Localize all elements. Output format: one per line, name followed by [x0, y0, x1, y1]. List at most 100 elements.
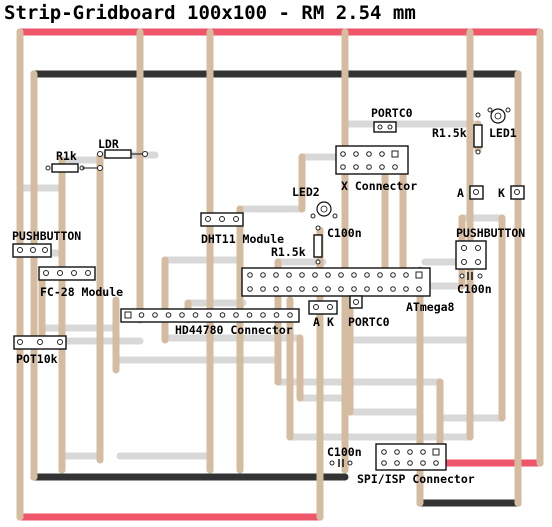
pin — [152, 312, 158, 318]
pin — [260, 286, 266, 292]
led1-label: LED1 — [489, 126, 517, 140]
c100n-right-label: C100n — [457, 282, 492, 296]
pin — [366, 151, 372, 157]
pin — [179, 312, 185, 318]
ldr-sensor — [97, 149, 148, 159]
portc0-top-label: PORTC0 — [371, 106, 413, 120]
pushbutton-right-label: PUSHBUTTON — [456, 226, 525, 240]
pin — [273, 272, 279, 278]
pin — [394, 449, 400, 455]
pin — [260, 312, 266, 318]
fc28-label: FC-28 Module — [40, 285, 123, 299]
led1-anode-pad — [469, 185, 484, 200]
c100n-mid-label: C100n — [327, 226, 362, 240]
pin — [338, 286, 344, 292]
pin — [299, 286, 305, 292]
power-rails — [16, 28, 544, 521]
pin — [353, 164, 359, 170]
pin — [377, 286, 383, 292]
pot10k — [13, 335, 67, 350]
pin — [299, 272, 305, 278]
pin — [192, 312, 199, 318]
r1k-label: R1k — [56, 149, 77, 163]
cathode-bottom-label: K — [327, 315, 334, 329]
pushbutton-left — [12, 243, 52, 258]
atmega8-label: ATmega8 — [406, 300, 455, 314]
pin — [340, 164, 346, 170]
led2 — [310, 201, 338, 219]
r1k-resistor — [45, 163, 103, 173]
pushbutton-left-label: PUSHBUTTON — [12, 229, 81, 243]
c100n-bottom-label: C100n — [327, 445, 362, 459]
pin — [247, 272, 253, 278]
r1-5k-mid-label: R1.5k — [271, 245, 306, 259]
pin — [353, 151, 359, 157]
pin — [325, 272, 331, 278]
pin — [287, 312, 293, 318]
atmega8-socket — [241, 267, 431, 297]
pin — [351, 272, 357, 278]
pin — [432, 448, 440, 456]
pin — [124, 311, 132, 319]
pin — [403, 286, 409, 292]
dht11-label: DHT11 Module — [201, 232, 284, 246]
pin — [420, 449, 426, 455]
pin — [247, 286, 253, 292]
pin — [364, 286, 370, 292]
anode-bottom-label: A — [313, 315, 320, 329]
anode-right-label: A — [457, 186, 464, 200]
r1-5k-resistor-mid — [313, 225, 323, 265]
vertical-wires — [16, 28, 544, 521]
pin — [390, 286, 396, 292]
component-labels: R1k LDR PUSHBUTTON FC-28 Module POT10k H… — [12, 106, 525, 486]
fc28-module-header — [38, 266, 96, 281]
pin — [273, 286, 279, 292]
x-connector-header — [335, 145, 409, 175]
pin — [273, 312, 280, 318]
cathode-right-label: K — [498, 186, 505, 200]
r1-5k-right-label: R1.5k — [432, 126, 467, 140]
pin — [407, 460, 413, 466]
led1-cathode-pad — [510, 185, 525, 200]
pin — [312, 272, 318, 278]
x-connector-label: X Connector — [341, 179, 417, 193]
pin — [381, 449, 387, 455]
led-ak-header-bottom — [308, 300, 338, 315]
pin — [390, 272, 396, 278]
c100n-capacitor-bottom — [329, 459, 353, 467]
pin — [233, 312, 239, 318]
pin-rows — [124, 150, 440, 466]
pin — [286, 272, 292, 278]
pin — [219, 312, 226, 318]
pin — [340, 151, 346, 157]
pot10k-label: POT10k — [16, 352, 58, 366]
pin — [366, 164, 372, 170]
portc0-top-header — [373, 121, 397, 133]
board-title: Strip-Gridboard 100x100 - RM 2.54 mm — [4, 2, 416, 24]
dht11-module-header — [200, 212, 244, 227]
pin — [286, 286, 292, 292]
pin — [377, 272, 383, 278]
pin — [379, 151, 385, 157]
led2-label: LED2 — [292, 185, 320, 199]
pin — [415, 271, 423, 279]
pin — [206, 312, 212, 318]
portc0-bottom-label: PORTC0 — [348, 315, 390, 329]
pin — [416, 286, 422, 292]
spi-isp-connector-header — [375, 443, 447, 471]
pin — [351, 286, 357, 292]
pin — [379, 164, 385, 170]
led1 — [487, 107, 511, 124]
c100n-capacitor-right — [459, 272, 483, 280]
pin — [165, 312, 172, 318]
pin — [138, 312, 145, 318]
pin — [403, 272, 409, 278]
hd44780-label: HD44780 Connector — [175, 323, 293, 337]
pin — [420, 460, 426, 466]
pin — [381, 460, 387, 466]
pin — [407, 449, 413, 455]
pin — [391, 150, 399, 158]
pin — [246, 312, 253, 318]
pin — [312, 286, 318, 292]
pin — [325, 286, 331, 292]
